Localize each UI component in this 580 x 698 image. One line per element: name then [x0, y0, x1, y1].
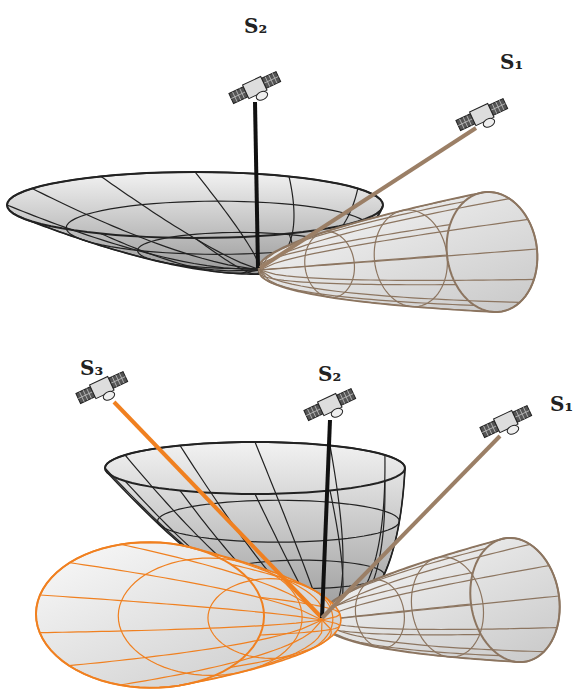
satellite-label: S₁ [550, 394, 573, 414]
signal-line [322, 436, 500, 618]
dish-surface [259, 192, 538, 312]
satellite-label: S₂ [318, 364, 341, 384]
satellite-label: S₁ [500, 52, 523, 72]
dish-surface [320, 538, 560, 662]
signal-line [322, 420, 330, 618]
satellite-icon [479, 404, 535, 446]
signal-line [114, 402, 322, 618]
satellite-icon [303, 387, 359, 429]
satellite-label: S₃ [80, 358, 103, 378]
dish-surface [36, 542, 341, 688]
satellite-icon [228, 70, 284, 112]
satellite-icon [455, 97, 511, 139]
signal-line [260, 128, 476, 268]
signal-line [255, 102, 258, 268]
satellite-label: S₂ [244, 16, 267, 36]
